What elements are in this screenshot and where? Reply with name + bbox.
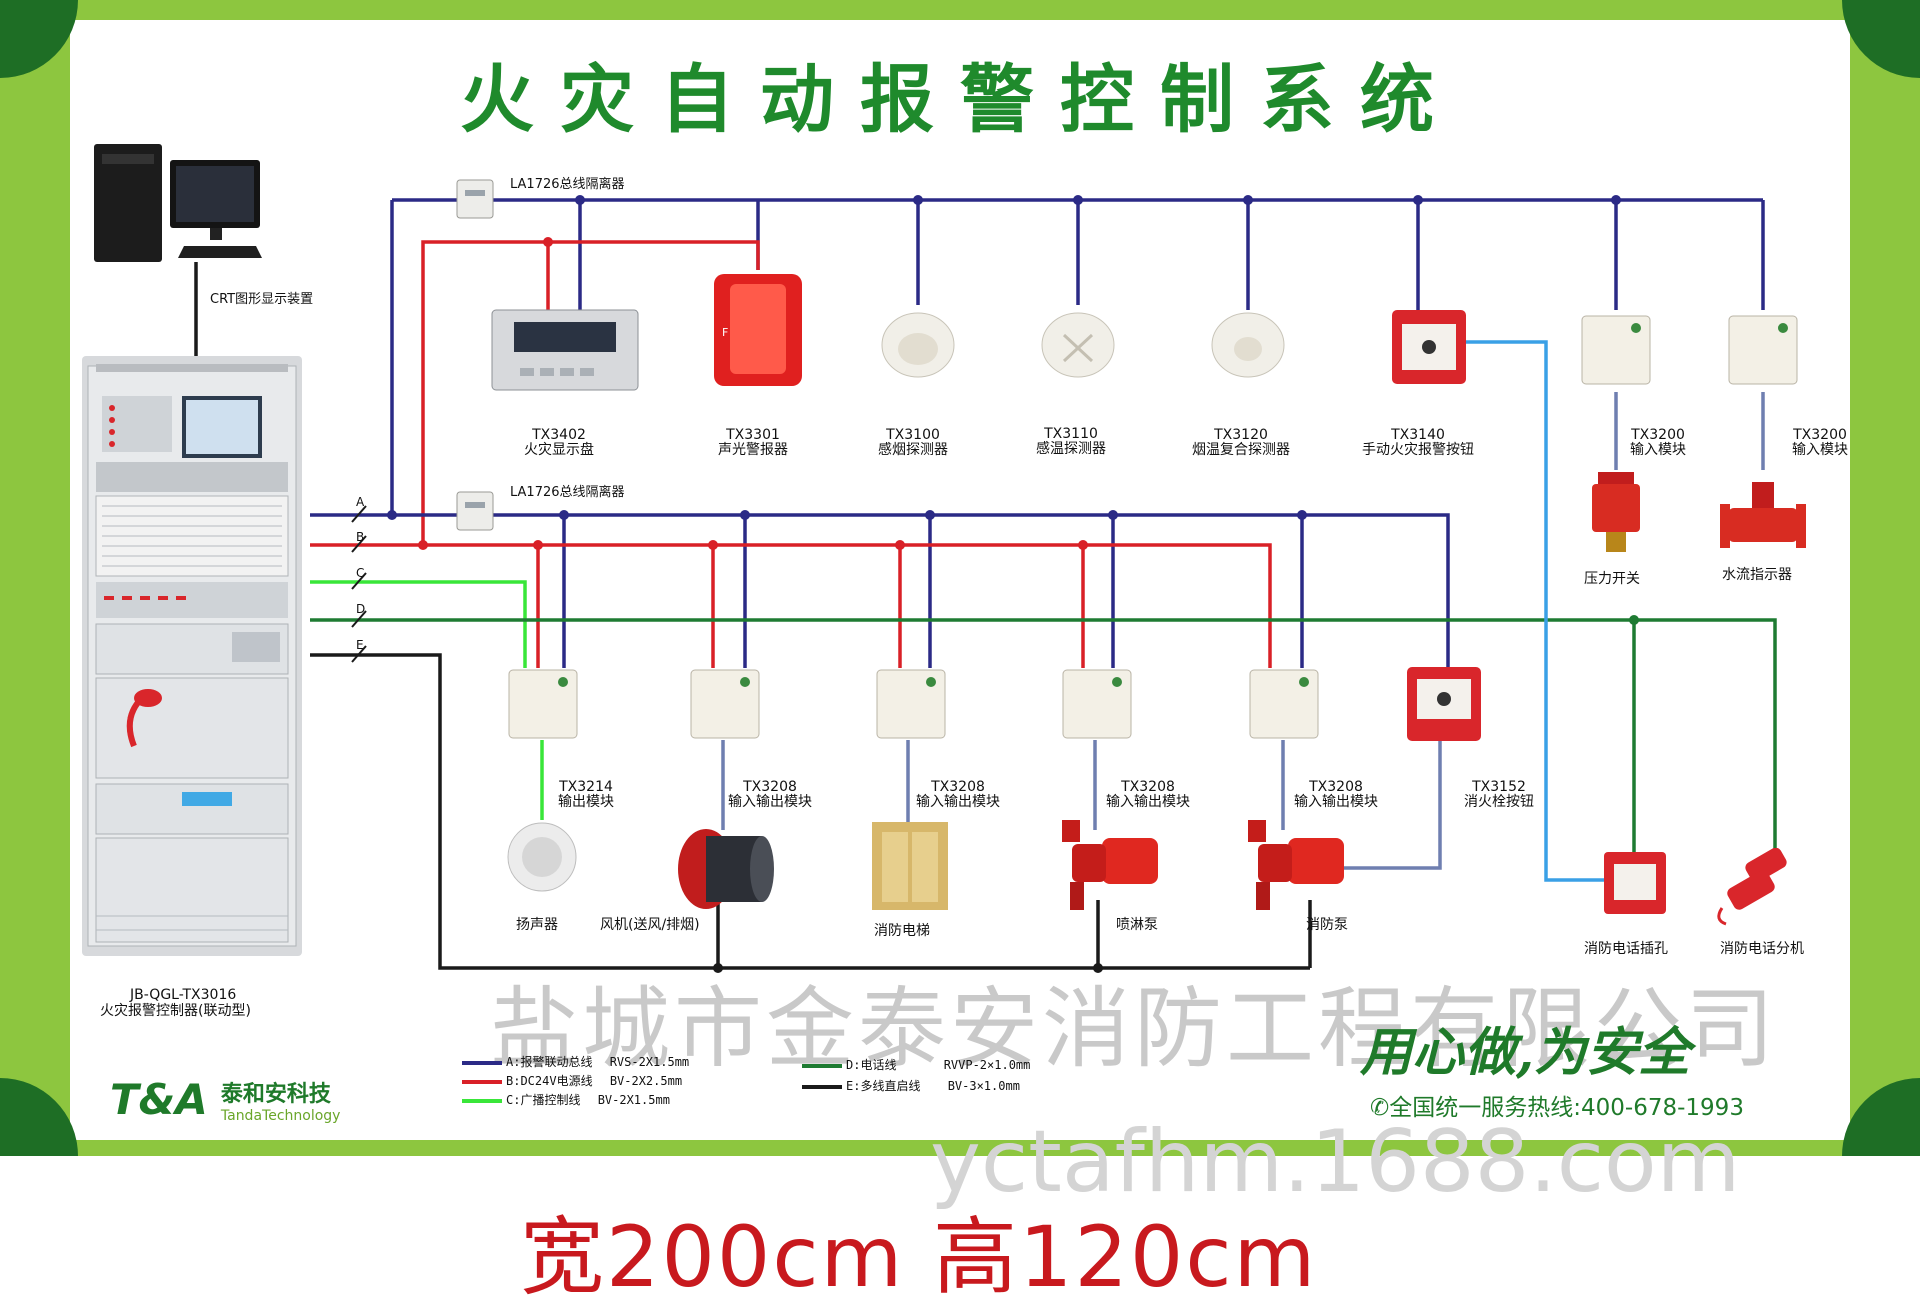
wiring-diagram — [194, 195, 1777, 973]
speaker-label: 扬声器 — [516, 917, 558, 933]
sprinkler-pump-icon — [1062, 820, 1158, 910]
sprinkler-pump-label: 喷淋泵 — [1116, 917, 1158, 933]
strobe-alarm-icon: F — [714, 274, 802, 386]
legend-code-d: D:电话线 — [846, 1058, 897, 1072]
heat-detector-icon — [1041, 312, 1115, 378]
output-module-icon — [508, 669, 578, 739]
fan-icon — [678, 829, 774, 909]
fire-pump-icon — [1248, 820, 1344, 910]
board-size-text: 宽200cm 高120cm — [520, 1208, 1318, 1306]
legend-item-b: B:DC24V电源线 BV-2X2.5mm — [462, 1072, 682, 1089]
legend-spec-e: BV-3×1.0mm — [947, 1079, 1020, 1093]
io-module-3-icon — [1062, 669, 1132, 739]
pressure-switch-icon — [1592, 472, 1640, 552]
legend-item-e: E:多线直启线 BV-3×1.0mm — [802, 1077, 1020, 1094]
flow-indicator-icon — [1720, 482, 1806, 548]
input-module-2-icon — [1728, 315, 1798, 385]
isolator-2-label: LA1726总线隔离器 — [510, 485, 625, 500]
isolator-1-label: LA1726总线隔离器 — [510, 177, 625, 192]
io-module-4-icon — [1249, 669, 1319, 739]
bus-letter-b: B — [356, 530, 365, 544]
page-title: 火灾自动报警控制系统 — [460, 57, 1460, 143]
legend-item-c: C:广播控制线 BV-2X1.5mm — [462, 1091, 670, 1108]
isolator-1-icon — [456, 179, 494, 219]
crt-workstation-icon — [94, 144, 262, 262]
phone-extension-label: 消防电话分机 — [1720, 941, 1804, 957]
flow-indicator-label: 水流指示器 — [1722, 567, 1792, 583]
legend-spec-a: RVS-2X1.5mm — [609, 1055, 690, 1069]
legend-spec-c: BV-2X1.5mm — [597, 1093, 670, 1107]
company-watermark: 盐城市金泰安消防工程有限公司 — [490, 977, 1779, 1080]
brand-en: TandaTechnology — [220, 1107, 341, 1124]
elevator-label: 消防电梯 — [874, 923, 930, 939]
phone-jack-label: 消防电话插孔 — [1584, 941, 1668, 957]
controller-name: 火灾报警控制器(联动型) — [100, 1003, 251, 1019]
hotline: ✆全国统一服务热线:400-678-1993 — [1370, 1095, 1744, 1121]
manual-call-point-icon — [1392, 310, 1466, 384]
brand-logo: T&A 泰和安科技 TandaTechnology — [110, 1075, 340, 1124]
legend-spec-b: BV-2X2.5mm — [609, 1074, 683, 1088]
legend-item-a: A:报警联动总线 RVS-2X1.5mm — [462, 1053, 689, 1070]
crt-label: CRT图形显示装置 — [210, 292, 314, 307]
legend-item-d: D:电话线 RVVP-2×1.0mm — [802, 1056, 1030, 1073]
bus-letter-c: C — [356, 566, 365, 580]
phone-extension-icon — [1717, 848, 1787, 926]
phone-jack-icon — [1604, 852, 1666, 914]
brand-cn: 泰和安科技 — [220, 1081, 331, 1107]
combo-detector-icon — [1211, 312, 1285, 378]
fire-pump-label: 消防泵 — [1306, 917, 1348, 933]
isolator-2-icon — [456, 491, 494, 531]
io-module-2-icon — [876, 669, 946, 739]
legend-code-b: B:DC24V电源线 — [506, 1074, 593, 1088]
legend-code-c: C:广播控制线 — [506, 1093, 581, 1107]
smoke-detector-icon — [881, 312, 955, 378]
bus-letter-a: A — [356, 495, 365, 509]
legend-code-e: E:多线直启线 — [846, 1079, 921, 1093]
site-watermark: yctafhm.1688.com — [930, 1112, 1741, 1212]
legend-code-a: A:报警联动总线 — [506, 1055, 593, 1069]
speaker-icon — [507, 822, 577, 892]
pressure-switch-label: 压力开关 — [1584, 571, 1640, 587]
controller-model: JB-QGL-TX3016 — [130, 987, 237, 1003]
bus-letter-e: E — [356, 638, 364, 652]
controller-cabinet-icon — [82, 356, 302, 956]
io-module-1-icon — [690, 669, 760, 739]
elevator-icon — [872, 822, 948, 910]
display-panel-icon — [491, 309, 639, 391]
legend-spec-d: RVVP-2×1.0mm — [943, 1058, 1031, 1072]
svg-text:F: F — [722, 326, 728, 339]
slogan: 用心做,为安全 — [1360, 1022, 1691, 1083]
hydrant-button-icon — [1407, 667, 1481, 741]
brand-mark: T&A — [110, 1075, 208, 1124]
bus-letter-d: D — [356, 602, 366, 616]
fan-label: 风机(送风/排烟) — [600, 917, 700, 933]
input-module-1-icon — [1581, 315, 1651, 385]
